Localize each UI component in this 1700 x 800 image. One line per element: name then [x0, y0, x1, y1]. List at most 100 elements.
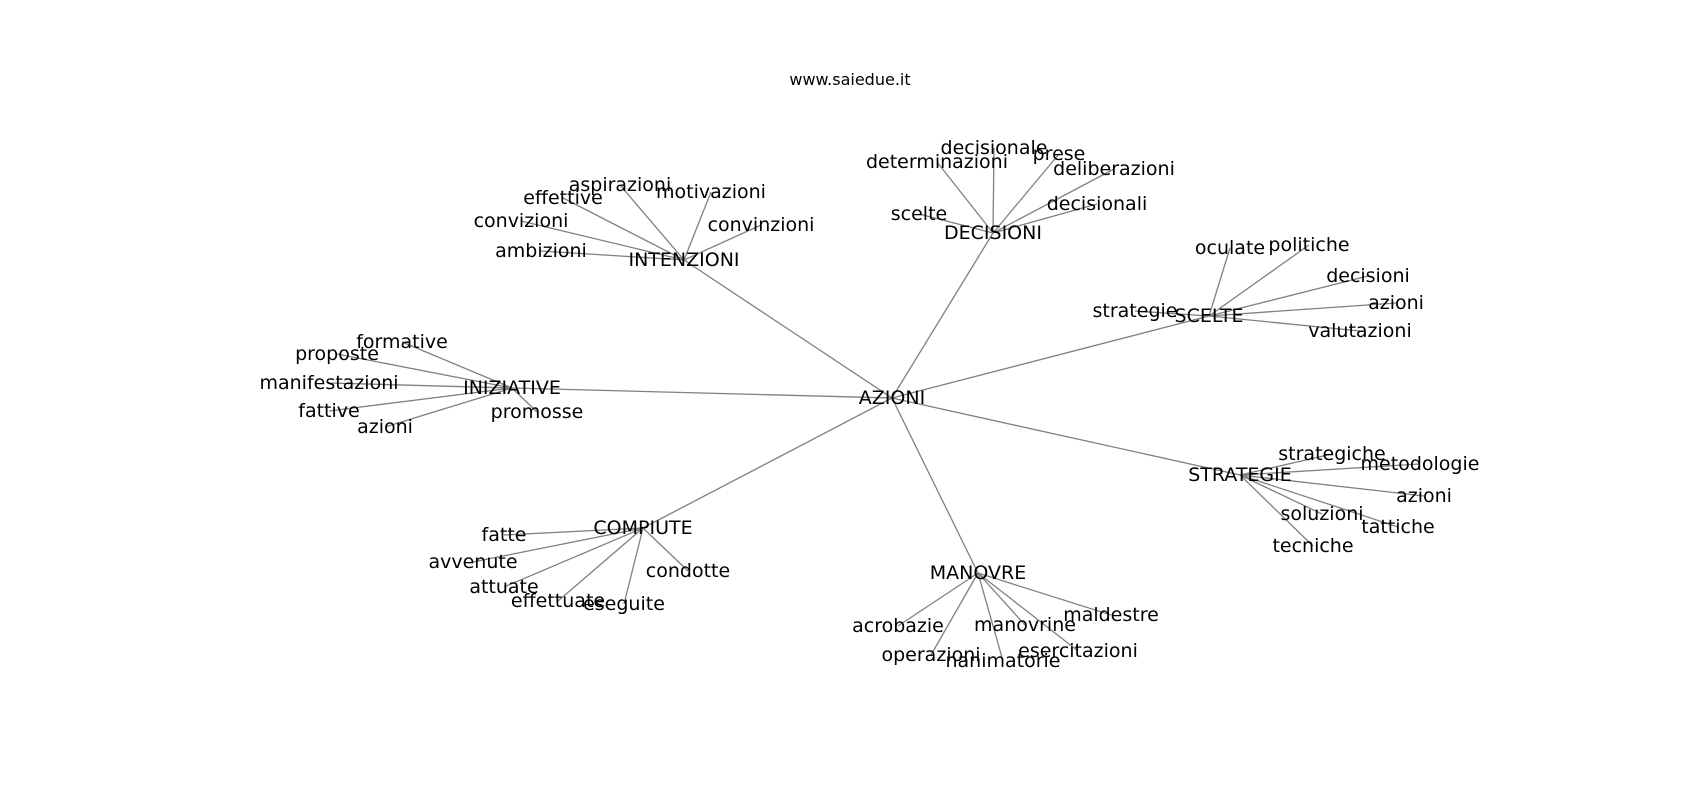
edge-manovre-leaf: [977, 572, 1112, 616]
hub-node-scelte: SCELTE: [1175, 305, 1244, 327]
edge-iniziative-leaf: [328, 382, 513, 389]
edge-root-manovre: [891, 397, 979, 574]
edge-strategie-leaf: [1239, 474, 1314, 547]
leaf-node-manovre: manovrine: [974, 614, 1076, 636]
edge-decisioni-leaf: [992, 203, 1098, 234]
edge-scelte-leaf: [1208, 247, 1231, 317]
edge-intenzioni-leaf: [562, 197, 685, 261]
leaf-node-scelte: strategie: [1093, 300, 1178, 322]
edge-iniziative-leaf: [328, 387, 513, 412]
leaf-node-decisioni: decisionale: [941, 137, 1048, 159]
leaf-node-iniziative: manifestazioni: [259, 372, 398, 394]
edge-strategie-leaf: [1239, 453, 1333, 476]
edge-scelte-leaf: [1208, 302, 1397, 317]
edge-root-scelte: [891, 315, 1210, 399]
edge-strategie-leaf: [1239, 474, 1323, 515]
leaf-node-intenzioni: ambizioni: [495, 240, 587, 262]
leaf-node-manovre: acrobazie: [852, 615, 944, 637]
edge-root-strategie: [891, 397, 1241, 476]
edge-iniziative-leaf: [336, 353, 513, 389]
edge-intenzioni-leaf: [540, 250, 685, 261]
leaf-node-decisioni: prese: [1033, 143, 1086, 165]
edge-root-intenzioni: [683, 259, 893, 399]
leaf-node-decisioni: deliberazioni: [1053, 158, 1175, 180]
leaf-node-strategie: strategiche: [1278, 443, 1385, 465]
edge-compiute-leaf: [472, 527, 644, 563]
edge-iniziative-leaf: [401, 341, 513, 389]
edge-decisioni-leaf: [992, 168, 1115, 234]
edge-intenzioni-leaf: [683, 191, 712, 261]
leaf-node-intenzioni: convinzioni: [708, 214, 815, 236]
edge-intenzioni-leaf: [619, 184, 685, 261]
leaf-node-strategie: metodologie: [1361, 453, 1480, 475]
edge-manovre-leaf: [977, 572, 1026, 626]
site-url: www.saiedue.it: [789, 70, 911, 89]
leaf-node-manovre: operazioni: [881, 644, 980, 666]
edge-intenzioni-leaf: [520, 220, 685, 261]
edge-intenzioni-leaf: [683, 224, 762, 261]
hub-node-strategie: STRATEGIE: [1188, 464, 1292, 486]
edge-manovre-leaf: [897, 572, 979, 627]
edge-root-iniziative: [511, 387, 893, 399]
leaf-node-strategie: tattiche: [1361, 516, 1434, 538]
edge-scelte-leaf: [1208, 315, 1361, 332]
leaf-node-compiute: attuate: [469, 576, 538, 598]
leaf-node-iniziative: promosse: [491, 401, 584, 423]
hub-node-intenzioni: INTENZIONI: [628, 249, 739, 271]
leaf-node-scelte: politiche: [1268, 234, 1349, 256]
leaf-node-manovre: esercitazioni: [1018, 640, 1138, 662]
edge-iniziative-leaf: [384, 387, 513, 428]
leaf-node-intenzioni: effettive: [523, 187, 603, 209]
edge-manovre-leaf: [977, 572, 1079, 652]
leaf-node-compiute: avvenute: [428, 551, 517, 573]
hub-node-manovre: MANOVRE: [930, 562, 1026, 584]
edge-strategie-leaf: [1239, 474, 1425, 497]
edge-scelte-leaf: [1208, 275, 1369, 317]
hub-node-compiute: COMPIUTE: [593, 517, 692, 539]
leaf-node-compiute: eseguite: [583, 593, 665, 615]
leaf-node-intenzioni: aspirazioni: [569, 174, 672, 196]
edge-compiute-leaf: [623, 527, 644, 605]
edge-decisioni-leaf: [936, 161, 994, 234]
leaf-node-strategie: tecniche: [1272, 535, 1353, 557]
edge-root-decisioni: [891, 232, 994, 399]
leaf-node-decisioni: determinazioni: [866, 151, 1008, 173]
leaf-node-decisioni: decisionali: [1047, 193, 1148, 215]
leaf-node-intenzioni: convizioni: [474, 210, 569, 232]
edge-manovre-leaf: [930, 572, 979, 656]
leaf-node-iniziative: fattive: [298, 400, 359, 422]
leaf-node-compiute: condotte: [646, 560, 730, 582]
leaf-node-strategie: soluzioni: [1280, 503, 1363, 525]
root-node-label: AZIONI: [859, 387, 925, 409]
hub-node-decisioni: DECISIONI: [944, 222, 1042, 244]
edge-strategie-leaf: [1239, 474, 1399, 528]
leaf-node-compiute: fatte: [482, 524, 527, 546]
leaf-node-iniziative: formative: [356, 331, 448, 353]
edge-strategie-leaf: [1239, 463, 1421, 476]
edge-decisioni-leaf: [992, 153, 1060, 234]
edge-compiute-leaf: [503, 527, 644, 536]
leaf-node-scelte: azioni: [1368, 292, 1424, 314]
leaf-node-iniziative: azioni: [357, 416, 413, 438]
leaf-node-iniziative: proposte: [295, 343, 379, 365]
edge-decisioni-leaf: [992, 147, 995, 234]
edge-manovre-leaf: [977, 572, 1004, 662]
graph-edges: [328, 147, 1425, 662]
leaf-node-decisioni: scelte: [891, 203, 947, 225]
leaf-node-compiute: effettuate: [511, 590, 605, 612]
edge-scelte-leaf: [1208, 244, 1310, 317]
edge-compiute-leaf: [503, 527, 644, 588]
leaf-node-scelte: decisioni: [1326, 265, 1410, 287]
edge-scelte-leaf: [1134, 310, 1210, 317]
edge-iniziative-leaf: [511, 387, 538, 413]
leaf-node-strategie: azioni: [1396, 485, 1452, 507]
leaf-node-manovre: nanimatorie: [945, 650, 1060, 672]
edge-root-compiute: [642, 397, 893, 529]
hub-node-iniziative: INIZIATIVE: [463, 377, 561, 399]
edge-decisioni-leaf: [918, 213, 994, 234]
leaf-node-manovre: maldestre: [1063, 604, 1159, 626]
edge-compiute-leaf: [642, 527, 689, 572]
edge-compiute-leaf: [557, 527, 644, 602]
